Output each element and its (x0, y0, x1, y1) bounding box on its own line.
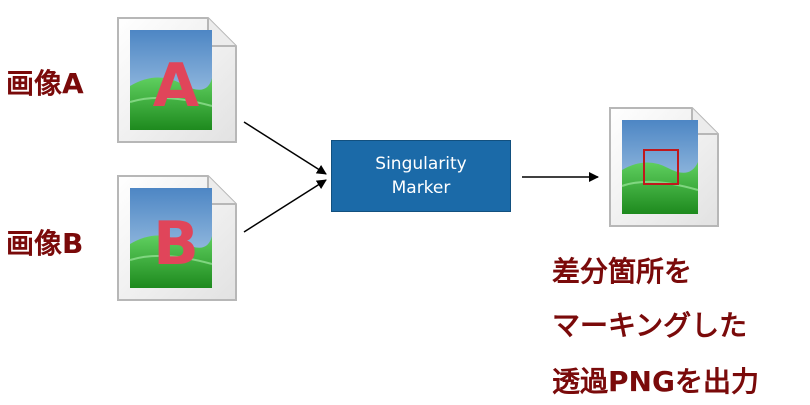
output-png-file-icon (609, 107, 719, 227)
process-name-line2: Marker (391, 178, 451, 198)
singularity-marker-box: Singularity Marker (331, 140, 511, 212)
output-description-line1: 差分箇所を (552, 255, 693, 288)
output-description-line3: 透過PNGを出力 (552, 365, 759, 398)
input-label-b: 画像B (6, 227, 84, 260)
arrow-b-to-marker (243, 179, 327, 233)
file-a-letter: A (153, 51, 200, 121)
arrow-a-to-marker (243, 121, 327, 175)
image-file-b-icon: B (117, 175, 237, 301)
diff-highlight-rect (643, 149, 679, 185)
image-file-a-icon: A (117, 17, 237, 143)
file-b-letter: B (153, 209, 199, 279)
process-name-line1: Singularity (375, 154, 467, 174)
output-description-line2: マーキングした (552, 309, 748, 342)
input-label-a: 画像A (6, 67, 84, 100)
